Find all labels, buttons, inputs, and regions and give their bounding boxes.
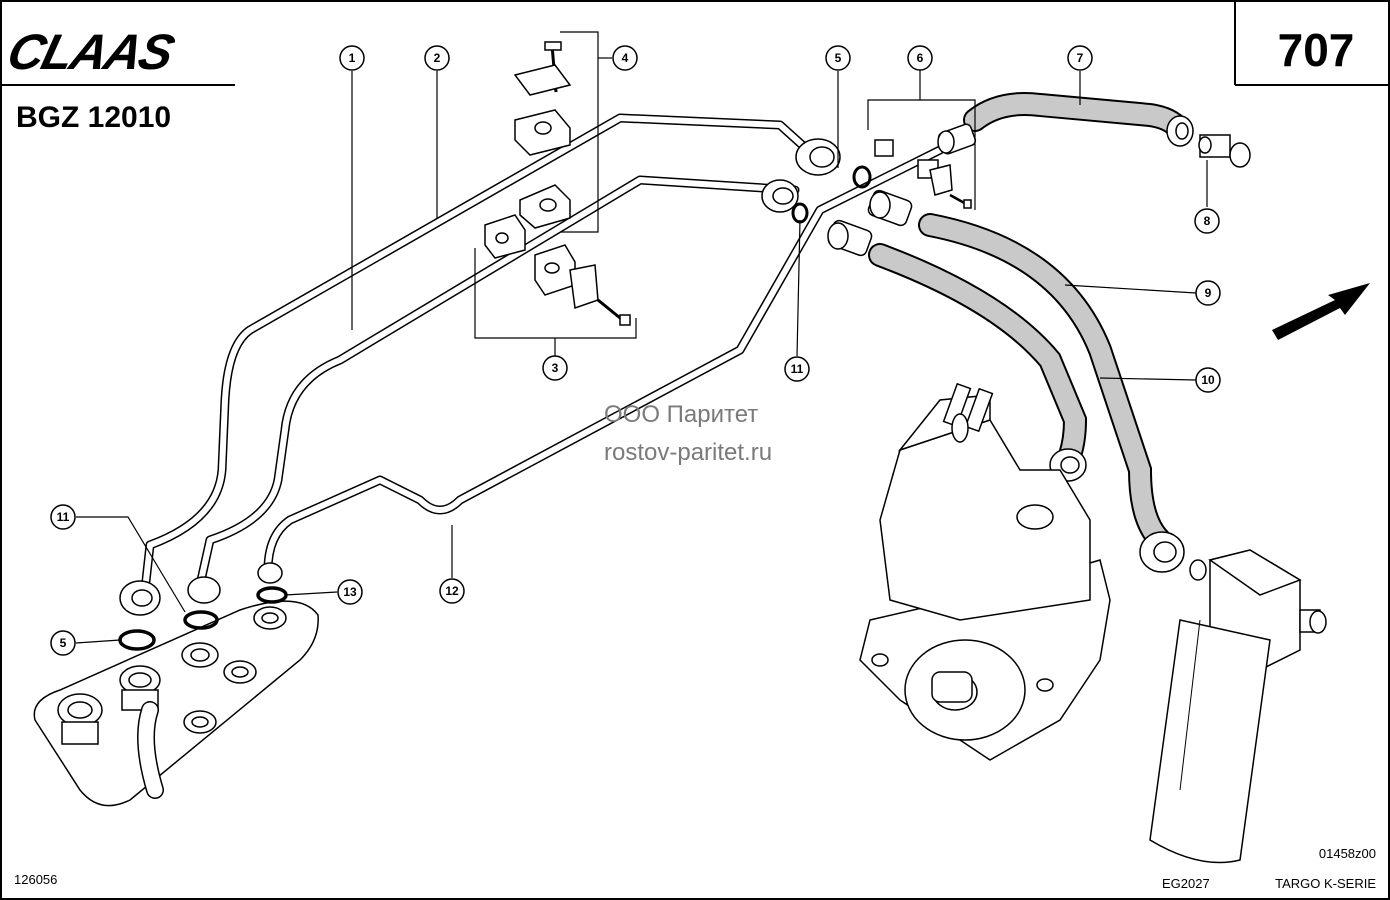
clamp-assembly-3 xyxy=(484,214,631,326)
callout-13: 13 xyxy=(337,579,363,605)
svg-text:12: 12 xyxy=(445,584,459,598)
hose-nut-9-bottom xyxy=(1139,531,1185,573)
callout-8: 8 xyxy=(1194,208,1220,234)
clamp-assembly-6 xyxy=(874,139,972,209)
watermark-line-2: rostov-paritet.ru xyxy=(604,439,772,466)
svg-text:CLAAS: CLAAS xyxy=(2,24,180,80)
svg-text:11: 11 xyxy=(791,362,804,376)
callout-2: 2 xyxy=(424,45,450,71)
callout-9: 9 xyxy=(1195,280,1221,306)
port-d xyxy=(223,660,257,684)
callout-7: 7 xyxy=(1067,45,1093,71)
callout-6: 6 xyxy=(907,45,933,71)
svg-text:9: 9 xyxy=(1205,286,1212,300)
svg-text:8: 8 xyxy=(1204,214,1211,228)
o-ring-11-upper xyxy=(791,202,809,224)
port-c xyxy=(181,642,219,668)
hose-fitting-9-top xyxy=(867,189,913,227)
elbow-fitting-8 xyxy=(1198,134,1251,168)
callout-11-upper: 11 xyxy=(784,356,810,382)
svg-text:11: 11 xyxy=(57,510,70,524)
pipe-nut-upper-b xyxy=(761,179,799,213)
port-e xyxy=(253,606,287,630)
watermark-line-1: ООО Паритет xyxy=(604,401,758,428)
callout-10: 10 xyxy=(1195,367,1221,393)
pressure-filter xyxy=(1149,549,1327,864)
callout-5-lower: 5 xyxy=(50,630,76,656)
drawing-code: 01458z00 xyxy=(1319,846,1376,861)
svg-text:7: 7 xyxy=(1077,51,1084,65)
series-label: TARGO K-SERIE xyxy=(1275,876,1376,891)
svg-text:1: 1 xyxy=(349,51,356,65)
port-a xyxy=(57,693,103,745)
callout-11-lower: 11 xyxy=(50,504,76,530)
page-number: 707 xyxy=(1278,24,1355,76)
svg-text:5: 5 xyxy=(835,51,842,65)
pipe-nut-lower-b xyxy=(187,576,221,604)
pipe-12 xyxy=(263,145,945,575)
callout-4: 4 xyxy=(612,45,638,71)
pipe-nut-upper-a xyxy=(795,138,841,176)
callout-3: 3 xyxy=(542,355,568,381)
svg-text:3: 3 xyxy=(552,361,559,375)
group-code: BGZ 12010 xyxy=(16,101,171,134)
svg-text:4: 4 xyxy=(622,51,629,65)
footer-left-code: 126056 xyxy=(14,872,57,887)
hose-9 xyxy=(918,213,1172,552)
svg-text:6: 6 xyxy=(917,51,924,65)
port-f xyxy=(183,710,217,734)
bracket-6 xyxy=(867,99,976,210)
hose-nut-7-end xyxy=(1166,115,1194,147)
clamp-assembly-4 xyxy=(513,41,572,229)
leader-lines xyxy=(75,71,1208,644)
callout-1: 1 xyxy=(339,45,365,71)
svg-text:5: 5 xyxy=(60,636,67,650)
pipe-nut-lower-a xyxy=(119,580,161,616)
hose-fitting-7 xyxy=(937,123,977,155)
hydraulic-pump xyxy=(859,382,1111,761)
pipe-1 xyxy=(195,175,800,590)
callout-5: 5 xyxy=(825,45,851,71)
hose-10 xyxy=(868,243,1088,467)
eg-code: EG2027 xyxy=(1162,876,1210,891)
o-ring-5-lower xyxy=(118,629,156,651)
hose-7 xyxy=(963,92,1190,140)
valve-block xyxy=(33,600,319,807)
callout-12: 12 xyxy=(439,578,465,604)
o-ring-5-upper xyxy=(852,165,872,189)
bracket-4 xyxy=(560,31,599,233)
hose-fitting-10-top xyxy=(827,219,873,257)
callouts: 1 2 3 4 5 6 7 8 9 10 11 11 12 13 5 xyxy=(50,45,1221,656)
pipe-nut-lower-c xyxy=(257,562,283,584)
direction-arrow-icon xyxy=(1272,283,1370,340)
svg-text:10: 10 xyxy=(1201,373,1215,387)
o-ring-13 xyxy=(256,586,288,604)
svg-text:2: 2 xyxy=(434,51,441,65)
svg-text:13: 13 xyxy=(343,585,357,599)
claas-logo: CLAAS xyxy=(2,24,180,80)
pipe-2 xyxy=(140,113,815,595)
o-ring-11-lower xyxy=(183,610,219,630)
